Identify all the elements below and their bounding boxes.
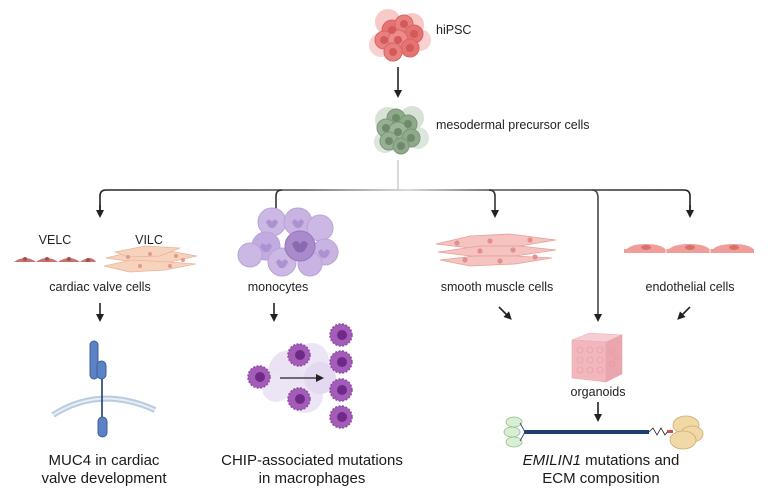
- organoids-label: organoids: [570, 385, 626, 399]
- muc4-membrane-protein-icon: [51, 340, 157, 438]
- endothelial-cells-icon: [624, 244, 754, 253]
- macrophage-cell-icon: [287, 343, 311, 367]
- velc-label: VELC: [38, 233, 72, 247]
- macrophage-cells: [247, 323, 353, 429]
- emilin1-protein-icon: [503, 415, 704, 450]
- macrophage-cell-icon: [287, 387, 311, 411]
- outcome-emilin1-line1: mutations and: [580, 452, 680, 469]
- outcome-chip: CHIP-associated mutations in macrophages: [221, 452, 403, 488]
- mesoderm-label: mesodermal precursor cells: [436, 118, 590, 132]
- emilin1-gene-name: EMILIN1: [522, 452, 581, 469]
- outcome-chip-line2: in macrophages: [258, 470, 366, 487]
- vilc-label: VILC: [135, 233, 163, 247]
- macrophage-cell-icon: [329, 405, 353, 429]
- outcome-emilin1-line2: ECM composition: [542, 470, 660, 487]
- macrophage-cell-icon: [329, 350, 353, 374]
- outcome-emilin1: EMILIN1 mutations and ECM composition: [523, 452, 680, 488]
- vilc-cells-icon: [103, 245, 198, 273]
- monocyte-cluster-icon: [237, 207, 339, 277]
- outcome-chip-line1: CHIP-associated mutations: [221, 452, 403, 469]
- endothelial-cells-label: endothelial cells: [645, 280, 735, 294]
- hipsc-cell-cluster-icon: [369, 9, 431, 62]
- macrophage-cell-icon: [329, 323, 353, 347]
- organoid-cube-icon: [571, 332, 623, 383]
- arrow-endothelial-to-organoids: [677, 306, 691, 320]
- smooth-muscle-cells-icon: [435, 233, 557, 267]
- hipsc-label: hiPSC: [436, 23, 472, 37]
- velc-cells-icon: [14, 257, 96, 262]
- outcome-muc4-line2: valve development: [41, 470, 167, 487]
- mesoderm-cell-cluster-icon: [374, 106, 429, 155]
- monocytes-label: monocytes: [247, 280, 309, 294]
- macrophage-cell-icon: [247, 365, 271, 389]
- cardiac-valve-cells-label: cardiac valve cells: [49, 280, 151, 294]
- outcome-muc4-line1: MUC4 in cardiac: [48, 452, 160, 469]
- branch-connectors: [96, 160, 694, 322]
- outcome-muc4: MUC4 in cardiac valve development: [41, 452, 166, 488]
- smooth-muscle-cells-label: smooth muscle cells: [440, 280, 554, 294]
- arrow-muscle-to-organoids: [498, 306, 512, 320]
- macrophage-cell-icon: [329, 378, 353, 402]
